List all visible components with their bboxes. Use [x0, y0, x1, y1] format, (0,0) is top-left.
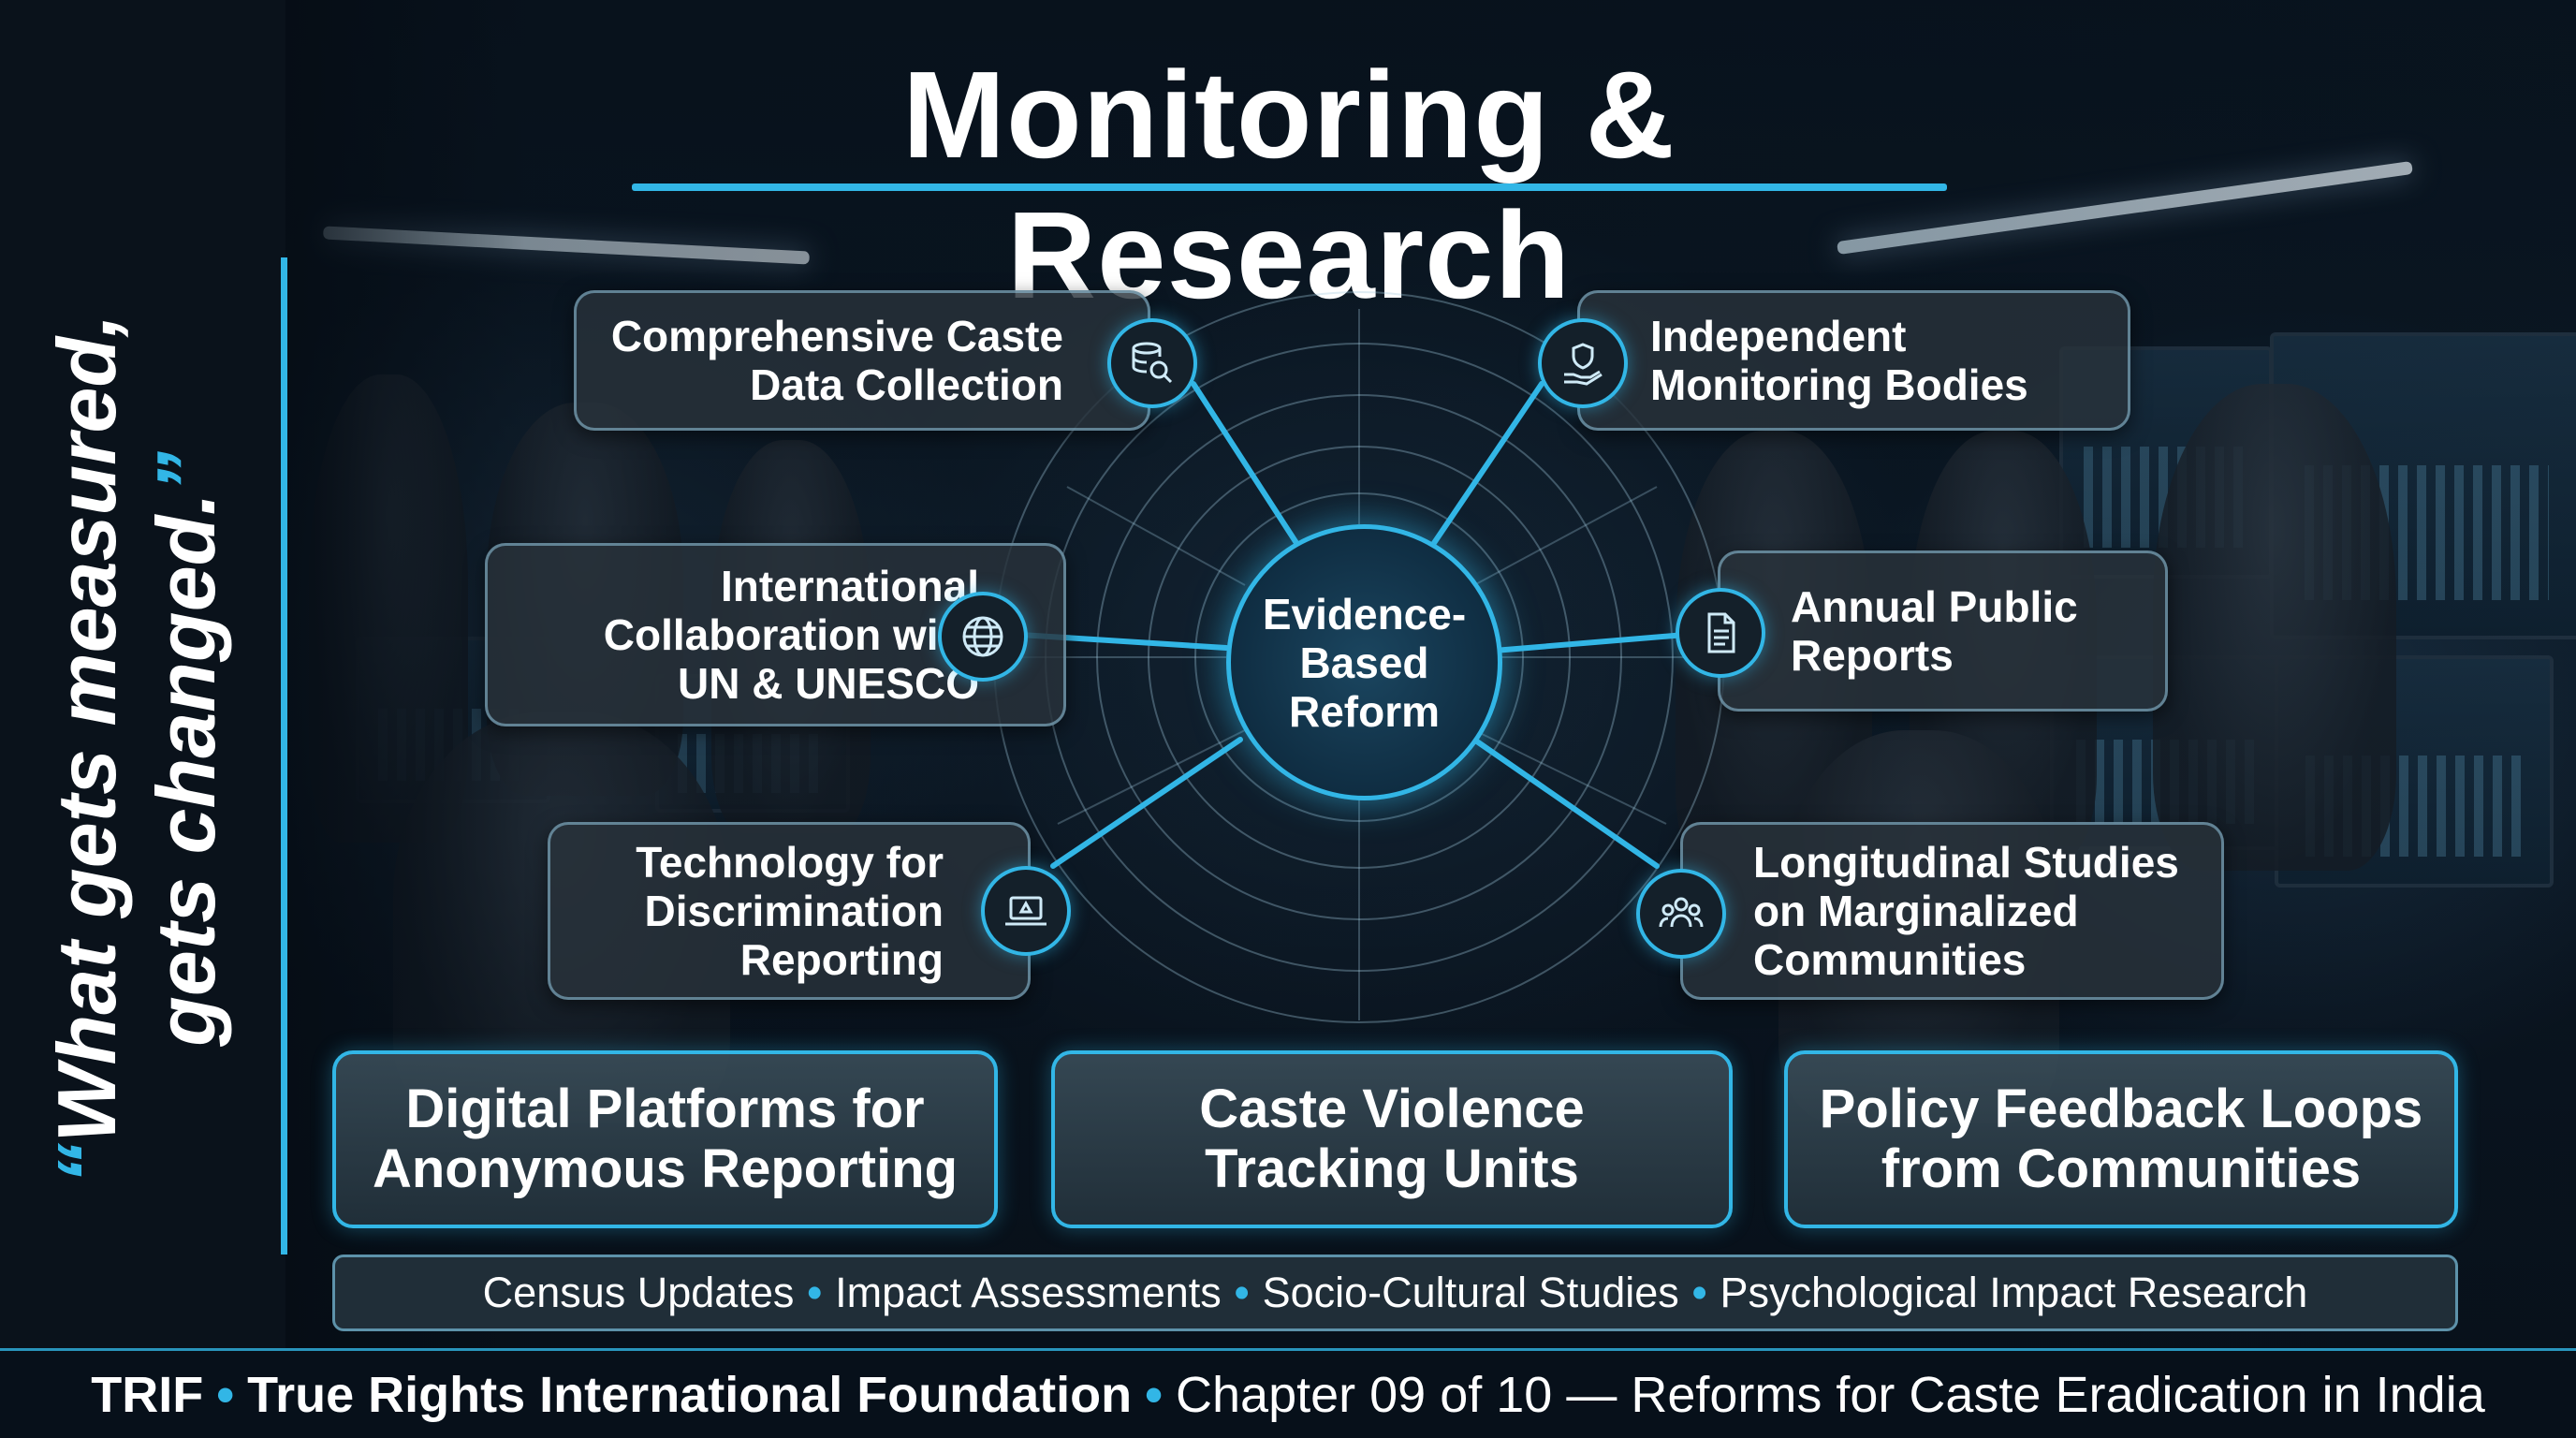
- pillar-digital-platforms: Digital Platforms for Anonymous Reportin…: [332, 1050, 998, 1228]
- node-data-collection-line-2: Data Collection: [750, 360, 1063, 409]
- people-group-icon: [1636, 869, 1726, 959]
- pillar-2-line-2: Tracking Units: [1205, 1138, 1579, 1199]
- footer-org-full: True Rights International Foundation: [247, 1366, 1133, 1423]
- node-longitudinal-line-2: on Marginalized: [1753, 887, 2079, 935]
- node-international-line-3: UN & UNESCO: [677, 659, 979, 708]
- node-data-collection-line-1: Comprehensive Caste: [610, 312, 1063, 360]
- footer-chapter: Chapter 09 of 10 — Reforms for Caste Era…: [1176, 1366, 2485, 1423]
- separator-dot: •: [807, 1269, 823, 1316]
- node-monitoring-bodies: Independent Monitoring Bodies: [1577, 290, 2130, 431]
- topic-impact-assessments: Impact Assessments: [835, 1269, 1222, 1316]
- separator-dot: •: [1691, 1269, 1707, 1316]
- node-technology-line-1: Technology for: [636, 838, 944, 887]
- title-underline: [632, 183, 1947, 191]
- node-annual-reports-line-1: Annual Public: [1791, 582, 2078, 631]
- node-annual-reports: Annual Public Reports: [1718, 550, 2168, 712]
- node-longitudinal-line-3: Communities: [1753, 935, 2027, 984]
- footer: TRIF • True Rights International Foundat…: [0, 1351, 2576, 1438]
- quote-accent-bar: [281, 257, 287, 1255]
- hub-line-3: Reform: [1288, 686, 1441, 736]
- node-longitudinal-line-1: Longitudinal Studies: [1753, 838, 2179, 887]
- database-search-icon: [1107, 318, 1197, 408]
- hub-evidence-based-reform: Evidence- Based Reform: [1226, 524, 1502, 800]
- hub-line-1: Evidence-: [1262, 589, 1467, 638]
- node-international-line-2: Collaboration with: [603, 610, 979, 659]
- node-monitoring-bodies-line-2: Monitoring Bodies: [1650, 360, 2028, 409]
- separator-dot: •: [1145, 1366, 1164, 1423]
- node-international-line-1: International: [720, 562, 979, 610]
- pillar-1-line-1: Digital Platforms for: [405, 1078, 925, 1139]
- topics-strip: Census Updates • Impact Assessments • So…: [332, 1255, 2458, 1331]
- globe-icon: [938, 592, 1028, 682]
- hub-line-2: Based: [1299, 638, 1429, 687]
- separator-dot: •: [1234, 1269, 1250, 1316]
- page-title: Monitoring & Research: [902, 46, 1676, 324]
- pillar-caste-violence-tracking: Caste Violence Tracking Units: [1051, 1050, 1733, 1228]
- pillar-3-line-1: Policy Feedback Loops: [1819, 1078, 2423, 1139]
- pillar-1-line-2: Anonymous Reporting: [372, 1138, 959, 1199]
- separator-dot: •: [216, 1366, 235, 1423]
- footer-org-short: TRIF: [91, 1366, 204, 1423]
- laptop-alert-icon: [981, 866, 1071, 956]
- footer-divider: [0, 1348, 2576, 1351]
- pillar-3-line-2: from Communities: [1881, 1138, 2362, 1199]
- topic-socio-cultural-studies: Socio-Cultural Studies: [1262, 1269, 1679, 1316]
- document-icon: [1676, 588, 1765, 678]
- node-data-collection: Comprehensive Caste Data Collection: [574, 290, 1150, 431]
- node-technology-line-3: Reporting: [739, 935, 944, 984]
- node-longitudinal: Longitudinal Studies on Marginalized Com…: [1680, 822, 2224, 1000]
- pillar-2-line-1: Caste Violence: [1199, 1078, 1585, 1139]
- hand-shield-icon: [1538, 318, 1628, 408]
- topic-census-updates: Census Updates: [482, 1269, 795, 1316]
- pillar-policy-feedback-loops: Policy Feedback Loops from Communities: [1784, 1050, 2458, 1228]
- left-panel: [0, 0, 285, 1348]
- node-technology-line-2: Discrimination: [644, 887, 944, 935]
- node-technology: Technology for Discrimination Reporting: [548, 822, 1031, 1000]
- topic-psychological-impact-research: Psychological Impact Research: [1720, 1269, 2308, 1316]
- node-monitoring-bodies-line-1: Independent: [1650, 312, 1907, 360]
- node-annual-reports-line-2: Reports: [1791, 631, 1954, 680]
